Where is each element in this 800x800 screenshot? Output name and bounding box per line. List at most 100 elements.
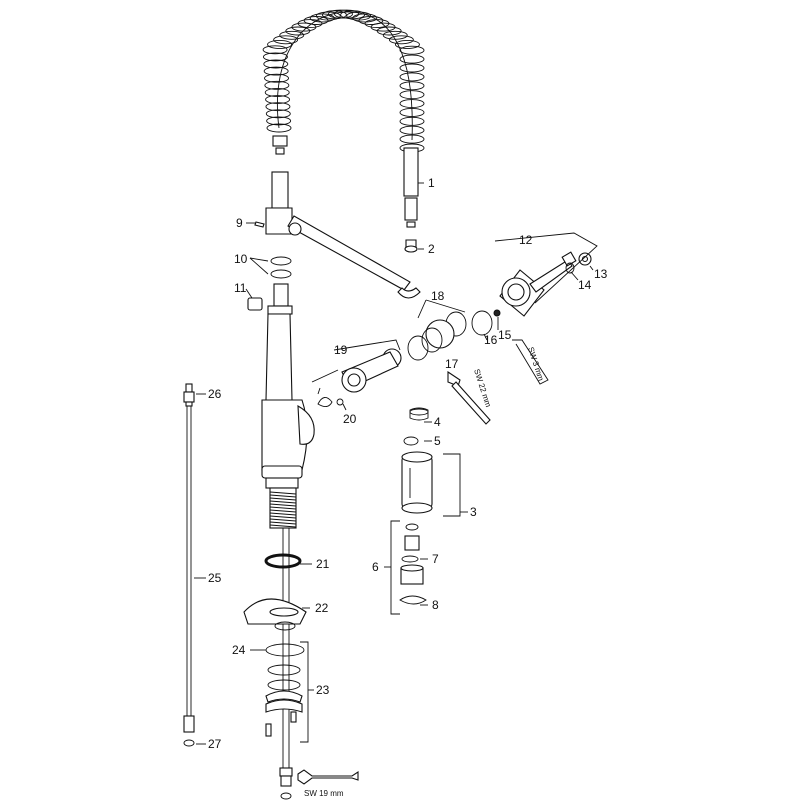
part-13-nut (578, 252, 592, 266)
label-3: 3 (470, 505, 477, 519)
coil-loop (399, 72, 425, 82)
part-24-washer (265, 643, 305, 657)
wrench-22-icon (447, 370, 491, 425)
part-21-gasket (264, 553, 302, 569)
label-8: 8 (432, 598, 439, 612)
hex-key-3-icon (512, 339, 549, 385)
label-11: 11 (234, 281, 247, 295)
coil-loop (399, 63, 425, 73)
wrench-19-icon (297, 769, 359, 785)
thread-line (269, 503, 297, 507)
label-9: 9 (236, 216, 243, 230)
label-22: 22 (315, 601, 329, 615)
thread-line (269, 491, 297, 495)
part-labels: 1 2 3 4 5 6 7 8 9 10 11 12 13 14 15 16 1… (208, 176, 608, 798)
coil-loop (262, 52, 288, 62)
coil-spring-hose (262, 9, 425, 153)
label-17: 17 (445, 357, 459, 371)
coil-loop (279, 30, 305, 40)
part-2-fitting (404, 239, 418, 253)
coil-loop (263, 59, 289, 69)
thread-line (269, 494, 297, 498)
coil-loop (399, 116, 425, 126)
coil-loop (266, 116, 292, 126)
label-18: 18 (431, 289, 445, 303)
part-9-screw (254, 221, 265, 228)
coil-loop (315, 11, 341, 21)
thread-line (269, 512, 297, 516)
label-27: 27 (208, 737, 222, 751)
coil-loop (352, 13, 378, 23)
part-11-clip (247, 297, 263, 311)
part-15-screw (493, 309, 501, 317)
part-19-valve (311, 348, 402, 393)
thread-line (269, 524, 297, 528)
coil-loop (399, 54, 425, 64)
label-21: 21 (316, 557, 330, 571)
label-23: 23 (316, 683, 330, 697)
thread-line (269, 497, 297, 501)
label-12: 12 (519, 233, 533, 247)
coil-loop (394, 39, 420, 49)
label-16: 16 (484, 333, 498, 347)
part-18-rings (407, 311, 467, 361)
coil-loop (267, 39, 293, 49)
label-1: 1 (428, 176, 435, 190)
label-6: 6 (372, 560, 379, 574)
coil-loop (266, 123, 292, 133)
coil-loop (265, 109, 291, 119)
label-26: 26 (208, 387, 222, 401)
part-23-mounting-set (265, 664, 303, 737)
thread-line (269, 509, 297, 513)
thread-line (269, 500, 297, 504)
label-13: 13 (594, 267, 608, 281)
thread-line (269, 515, 297, 519)
coil-loop (262, 45, 288, 55)
coil-loop (265, 95, 291, 105)
label-2: 2 (428, 242, 435, 256)
part-14-ring (565, 262, 575, 274)
label-15: 15 (498, 328, 512, 342)
part-10-o-rings (270, 256, 292, 279)
faucet-body (261, 283, 315, 489)
thread-line (269, 521, 297, 525)
label-19: 19 (334, 343, 348, 357)
label-14: 14 (578, 278, 592, 292)
part-12-cartridge (499, 251, 577, 317)
upper-spout-tube (265, 171, 421, 299)
part-22-base-plate (243, 598, 307, 631)
coil-loop (399, 99, 425, 109)
label-10: 10 (234, 252, 248, 266)
supply-hose (183, 383, 195, 747)
label-25: 25 (208, 571, 222, 585)
thread-line (269, 518, 297, 522)
coil-loop (399, 134, 425, 144)
thread-line (269, 506, 297, 510)
coil-loop (263, 66, 289, 76)
coil-loop (264, 73, 289, 83)
part-16-ring (471, 310, 493, 336)
threaded-shank (269, 487, 297, 770)
coil-loop (264, 87, 290, 97)
coil-loop (399, 45, 425, 55)
tool-label-sw3: SW 3 mm (526, 346, 546, 382)
coil-loop (399, 125, 425, 135)
label-7: 7 (432, 552, 439, 566)
coil-loop (328, 9, 353, 19)
label-4: 4 (434, 415, 441, 429)
label-20: 20 (343, 412, 357, 426)
tool-label-sw22: SW 22 mm (472, 368, 493, 409)
part-20-clip (317, 397, 344, 407)
label-5: 5 (434, 434, 441, 448)
coil-loop (265, 102, 291, 112)
coil-loop (388, 35, 414, 45)
spray-head-group (399, 407, 433, 605)
label-24: 24 (232, 643, 246, 657)
hose-fitting (272, 135, 419, 228)
leader-lines (194, 182, 598, 745)
coil-loop (399, 81, 425, 91)
coil-loop (273, 35, 299, 45)
tool-label-sw19: SW 19 mm (304, 789, 344, 798)
